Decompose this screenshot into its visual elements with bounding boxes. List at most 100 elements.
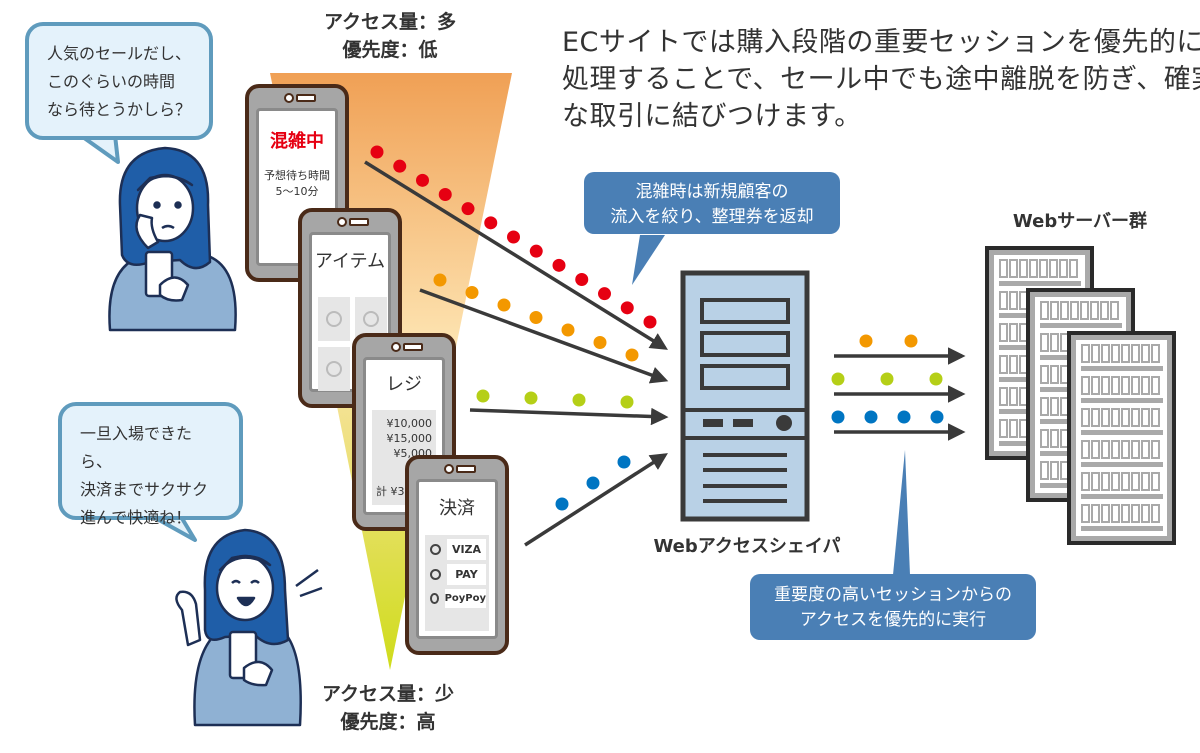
flow-dot-orange bbox=[433, 273, 447, 287]
phone-camera-icon bbox=[337, 217, 369, 227]
callout-line: 流入を絞り、整理券を返却 bbox=[610, 207, 814, 227]
register-title: レジ bbox=[386, 374, 422, 395]
item-thumbnail bbox=[318, 297, 350, 341]
payment-option-label: PAY bbox=[447, 564, 486, 585]
flow-dot-lime bbox=[929, 372, 943, 386]
web-server-group-label: Webサーバー群 bbox=[1012, 211, 1148, 232]
beam-top-label: アクセス量：多 優先度：低 bbox=[300, 8, 480, 64]
phone-screen: 決済 VIZA PAY PoyPoy bbox=[416, 479, 498, 639]
priority-callout-tail bbox=[893, 450, 910, 575]
flow-dot-orange bbox=[904, 334, 918, 348]
headline-line: ECサイトでは購入段階の重要セッションを優先的に bbox=[562, 27, 1200, 58]
flow-dot-lime bbox=[524, 391, 538, 405]
callout-line: 混雑時は新規顧客の bbox=[635, 182, 789, 202]
headline-line: 処理することで、セール中でも途中離脱を防ぎ、確実 bbox=[562, 64, 1200, 95]
flow-dot-red bbox=[393, 159, 407, 173]
flow-dot-orange bbox=[529, 311, 543, 324]
flow-dot-orange bbox=[497, 298, 511, 312]
radio-icon[interactable] bbox=[430, 569, 441, 580]
flow-dot-orange bbox=[465, 286, 479, 299]
flow-dot-orange bbox=[561, 323, 575, 337]
web-server-group-icon bbox=[985, 246, 1176, 545]
flow-dot-blue bbox=[586, 476, 600, 490]
phone-item: アイテム bbox=[298, 208, 402, 408]
incoming-flows bbox=[364, 145, 669, 547]
flow-dot-orange bbox=[859, 334, 873, 348]
wait-time-label: 予想待ち時間 bbox=[264, 169, 330, 182]
flow-dot-blue bbox=[864, 410, 878, 424]
bubble-line: 人気のセールだし、 bbox=[47, 44, 192, 63]
user-avatar-icon bbox=[326, 361, 342, 377]
payment-title: 決済 bbox=[439, 498, 475, 519]
beam-bottom-label: アクセス量：少 優先度：高 bbox=[298, 680, 478, 736]
waiting-speech-bubble: 人気のセールだし、 このぐらいの時間 なら待とうかしら？ bbox=[25, 22, 213, 140]
flow-dot-lime bbox=[831, 372, 845, 386]
flow-dot-blue bbox=[831, 410, 845, 424]
access-volume-low: アクセス量：少 bbox=[321, 683, 455, 705]
phone-camera-icon bbox=[391, 342, 423, 352]
flow-dot-lime bbox=[620, 395, 634, 409]
web-access-shaper-label: Webアクセスシェイパ bbox=[653, 536, 841, 557]
flow-dot-red bbox=[529, 244, 543, 258]
item-title: アイテム bbox=[314, 251, 386, 272]
priority-low: 優先度：低 bbox=[342, 39, 438, 61]
congested-title: 混雑中 bbox=[270, 131, 324, 152]
flow-dot-red bbox=[643, 315, 657, 329]
bubble-line: 一旦入場できたら、 bbox=[80, 424, 193, 471]
user-avatar-icon bbox=[326, 311, 342, 327]
flow-dot-blue bbox=[897, 410, 911, 424]
flow-dot-red bbox=[484, 216, 498, 230]
headline-text: ECサイトでは購入段階の重要セッションを優先的に 処理することで、セール中でも途… bbox=[562, 24, 1200, 135]
flow-dot-lime bbox=[880, 372, 894, 386]
flow-dot-lime bbox=[476, 389, 490, 403]
payment-option[interactable]: PoyPoy bbox=[428, 589, 486, 608]
priority-callout: 重要度の高いセッションからの アクセスを優先的に実行 bbox=[750, 574, 1036, 640]
worried-woman-illustration bbox=[108, 146, 237, 332]
flow-dot-red bbox=[552, 258, 566, 272]
flow-dot-blue bbox=[555, 497, 569, 511]
phone-camera-icon bbox=[284, 93, 316, 103]
flow-dot-red bbox=[575, 273, 589, 286]
radio-icon[interactable] bbox=[430, 593, 439, 604]
flow-dot-red bbox=[598, 287, 611, 301]
bubble-line: このぐらいの時間 bbox=[47, 72, 176, 91]
flow-dot-red bbox=[620, 301, 634, 315]
bubble-line: 進んで快適ね！ bbox=[80, 508, 192, 527]
incoming-arrow-congested bbox=[364, 160, 668, 350]
throttle-callout: 混雑時は新規顧客の 流入を絞り、整理券を返却 bbox=[584, 172, 840, 234]
happy-speech-bubble: 一旦入場できたら、 決済までサクサク 進んで快適ね！ bbox=[58, 402, 243, 527]
flow-dot-red bbox=[507, 230, 520, 244]
access-volume-high: アクセス量：多 bbox=[323, 11, 457, 33]
flow-dot-red bbox=[416, 173, 429, 187]
flow-dot-orange bbox=[625, 348, 639, 362]
outgoing-flows bbox=[831, 334, 966, 441]
radio-icon[interactable] bbox=[430, 544, 441, 555]
payment-option-label: VIZA bbox=[447, 539, 486, 560]
flow-dot-lime bbox=[572, 393, 586, 407]
callout-line: 重要度の高いセッションからの bbox=[774, 585, 1012, 605]
callout-line: アクセスを優先的に実行 bbox=[799, 610, 987, 630]
web-access-shaper-icon bbox=[680, 270, 810, 522]
flow-dot-blue bbox=[930, 410, 944, 424]
priority-high: 優先度：高 bbox=[340, 711, 436, 733]
payment-options: VIZA PAY PoyPoy bbox=[425, 535, 489, 631]
flow-dot-red bbox=[461, 202, 475, 216]
payment-option[interactable]: VIZA bbox=[428, 539, 486, 560]
payment-option[interactable]: PAY bbox=[428, 564, 486, 585]
flow-dot-blue bbox=[617, 455, 631, 469]
flow-dot-orange bbox=[593, 336, 607, 349]
price-item: ¥10,000 bbox=[386, 417, 433, 430]
bubble-line: なら待とうかしら？ bbox=[47, 100, 192, 119]
incoming-arrow-item bbox=[419, 288, 669, 384]
throttle-callout-tail bbox=[632, 235, 665, 285]
bubble-line: 決済までサクサク bbox=[80, 480, 209, 499]
payment-option-label: PoyPoy bbox=[444, 589, 486, 608]
user-avatar-icon bbox=[363, 311, 379, 327]
price-item: ¥15,000 bbox=[386, 432, 433, 445]
phone-camera-icon bbox=[444, 464, 476, 474]
item-thumbnail bbox=[318, 347, 350, 391]
phone-payment: 決済 VIZA PAY PoyPoy bbox=[405, 455, 509, 655]
wait-time-value: 5〜10分 bbox=[275, 185, 319, 198]
flow-dot-red bbox=[438, 188, 452, 201]
